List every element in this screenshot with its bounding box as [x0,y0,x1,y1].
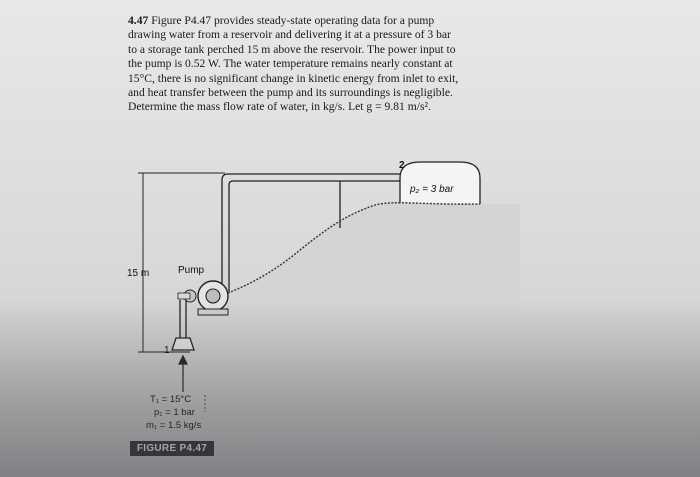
problem-line-4: the pump is 0.52 W. The water temperatur… [128,57,453,71]
problem-line-7: Determine the mass flow rate of water, i… [128,100,431,114]
exit-pressure-label: p₂ = 3 bar [410,184,454,195]
inlet-temperature-label: T₁ = 15°C [150,394,192,405]
height-label: 15 m [127,268,150,279]
state-1-label: 1 [164,345,170,356]
storage-tank [399,161,481,207]
problem-line-6: and heat transfer between the pump and i… [128,86,453,100]
problem-number: 4.47 [128,14,149,27]
suction-pipe [171,300,195,351]
delivery-pipe [221,173,400,292]
inlet-mass-flow-label: ṁ₁ = 1.5 kg/s [146,420,202,431]
problem-line-3: to a storage tank perched 15 m above the… [128,42,456,56]
problem-line-2: drawing water from a reservoir and deliv… [128,28,451,42]
problem-line-1: Figure P4.47 provides steady-state opera… [151,14,435,27]
inlet-pressure-label: p₁ = 1 bar [154,407,195,418]
problem-statement: 4.47 Figure P4.47 provides steady-state … [128,14,508,115]
pump-label: Pump [178,265,205,276]
figure-caption: FIGURE P4.47 [130,441,214,456]
hillside [207,202,520,330]
problem-line-5: 15°C, there is no significant change in … [128,71,459,85]
inlet-arrow [178,354,188,392]
state-2-label: 2 [399,160,405,171]
